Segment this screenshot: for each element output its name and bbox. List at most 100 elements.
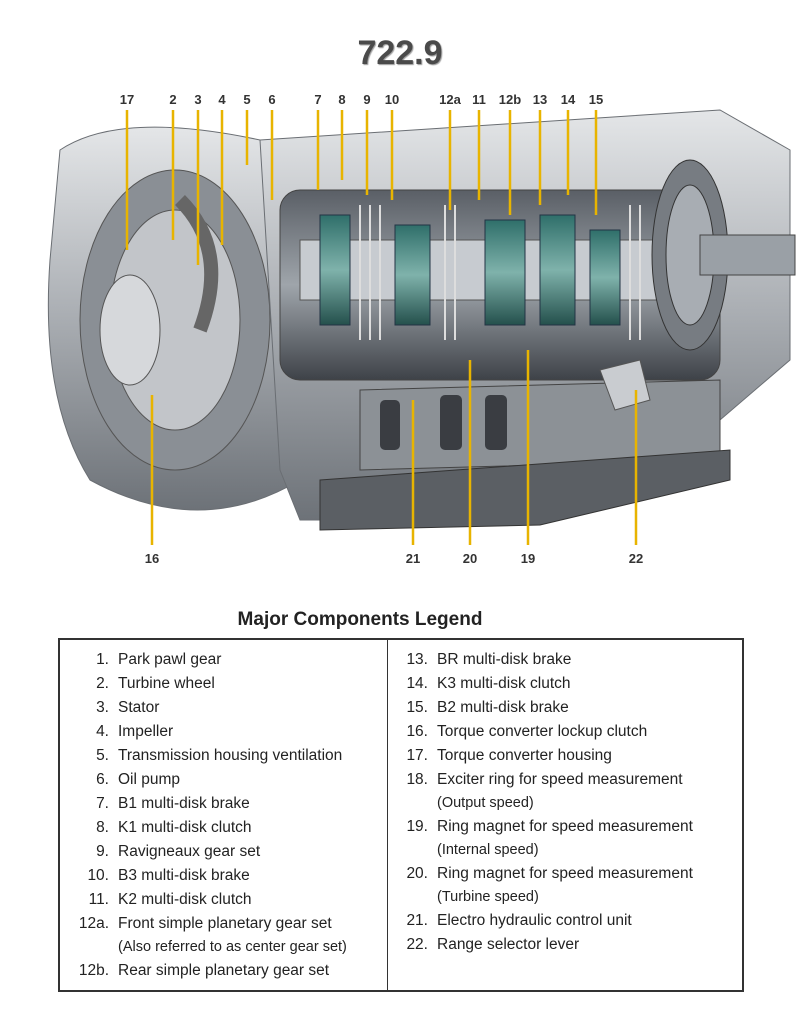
legend-item-label: Park pawl gear	[118, 651, 222, 668]
legend-item-text: Transmission housing ventilation	[118, 744, 342, 768]
legend-item: 21.Electro hydraulic control unit	[388, 909, 742, 933]
legend-item-text: B1 multi-disk brake	[118, 792, 250, 816]
legend-item: 4. Impeller	[60, 720, 387, 744]
legend-item-number: 8.	[96, 819, 109, 836]
legend-item-label: Exciter ring for speed measurement	[437, 771, 683, 788]
legend-item: 12b. Rear simple planetary gear set	[60, 959, 387, 983]
legend-item-label: Oil pump	[118, 771, 181, 788]
legend-item-label: B1 multi-disk brake	[118, 795, 250, 812]
callout-2: 2	[169, 92, 177, 107]
legend-item-label: Rear simple planetary gear set	[118, 962, 330, 979]
callout-9: 9	[363, 92, 371, 107]
legend-item-text: Rear simple planetary gear set	[118, 959, 329, 983]
legend-item-text: K3 multi-disk clutch	[437, 672, 571, 696]
legend-item-label: Turbine wheel	[118, 675, 215, 692]
callout-16: 16	[144, 551, 160, 566]
legend-item: 14. K3 multi-disk clutch	[388, 672, 742, 696]
callout-10: 10	[384, 92, 400, 107]
legend-item-subtext: (Output speed)	[437, 795, 534, 811]
legend-item: 22. Range selector lever	[388, 933, 742, 957]
legend-item-number: 10.	[87, 867, 109, 884]
legend-item: 2. Turbine wheel	[60, 672, 387, 696]
legend-item-number: 14.	[406, 675, 428, 692]
callout-17: 17	[119, 92, 135, 107]
legend-item-label: Impeller	[118, 723, 174, 740]
legend-item-label: Electro hydraulic control unit	[437, 912, 632, 929]
callout-4: 4	[218, 92, 226, 107]
legend-item-text: Turbine wheel	[118, 672, 215, 696]
legend-item: 15. B2 multi-disk brake	[388, 696, 742, 720]
legend-item-number: 4.	[96, 723, 109, 740]
callout-8: 8	[338, 92, 346, 107]
legend-item-label: B2 multi-disk brake	[437, 699, 569, 716]
legend-item-text: Oil pump	[118, 768, 180, 792]
legend-item: 20. Ring magnet for speed measurement (Tur…	[388, 862, 742, 909]
legend-item-number: 7.	[96, 795, 109, 812]
legend-item-subtext: (Internal speed)	[437, 842, 539, 858]
legend-item-label: B3 multi-disk brake	[118, 867, 250, 884]
legend-item-label: Range selector lever	[437, 936, 580, 953]
legend-item-number: 18.	[406, 771, 428, 788]
legend-item-text: Torque converter housing	[437, 744, 612, 768]
legend-item: 17. Torque converter housing	[388, 744, 742, 768]
legend-item-number: 12a.	[78, 915, 109, 932]
callout-15: 15	[588, 92, 604, 107]
legend-item: 9.Ravigneaux gear set	[60, 840, 387, 864]
callout-12b: 12b	[498, 92, 522, 107]
legend-item-label: BR multi-disk brake	[437, 651, 572, 668]
legend-item: 8.K1 multi-disk clutch	[60, 816, 387, 840]
legend-item-number: 12b.	[78, 962, 109, 979]
legend-item: 7. B1 multi-disk brake	[60, 792, 387, 816]
legend-item-label: K3 multi-disk clutch	[437, 675, 571, 692]
legend-item-text: K2 multi-disk clutch	[118, 888, 252, 912]
legend-item-number: 5.	[96, 747, 109, 764]
legend-item: 10. B3 multi-disk brake	[60, 864, 387, 888]
legend-item-number: 17.	[406, 747, 428, 764]
legend-item: 19. Ring magnet for speed measurement(Int…	[388, 815, 742, 862]
legend-title: Major Components Legend	[237, 609, 483, 630]
legend-item-number: 19.	[406, 818, 428, 835]
legend-item-text: B3 multi-disk brake	[118, 864, 250, 888]
transmission-illustration	[47, 109, 796, 545]
legend-item-subtext: (Turbine speed)	[437, 889, 539, 905]
legend-item-text: Ring magnet for speed measurement(Intern…	[437, 815, 693, 862]
legend-item-number: 6.	[96, 771, 109, 788]
legend-item: 11. K2 multi-disk clutch	[60, 888, 387, 912]
callout-22: 22	[628, 551, 644, 566]
callout-11: 11	[472, 92, 486, 107]
legend-item: 18. Exciter ring for speed measurement (Ou…	[388, 768, 742, 815]
legend-item-label: Stator	[118, 699, 160, 716]
legend-item-label: Ring magnet for speed measurement	[437, 865, 693, 882]
legend-item-text: BR multi-disk brake	[437, 648, 571, 672]
callout-7: 7	[314, 92, 322, 107]
legend-item-number: 15.	[406, 699, 428, 716]
callout-20: 20	[462, 551, 478, 566]
legend-item-number: 22.	[406, 936, 428, 953]
legend-item-text: B2 multi-disk brake	[437, 696, 569, 720]
callout-3: 3	[194, 92, 202, 107]
legend-item-text: Electro hydraulic control unit	[437, 909, 632, 933]
callout-5: 5	[243, 92, 251, 107]
diagram-title: 722.9	[357, 34, 443, 72]
legend-item-text: Ravigneaux gear set	[118, 840, 260, 864]
legend-item-text: Torque converter lockup clutch	[437, 720, 647, 744]
legend-item-text: Range selector lever	[437, 933, 579, 957]
callout-13: 13	[532, 92, 548, 107]
legend-item-text: Stator	[118, 696, 159, 720]
legend-item-number: 16.	[406, 723, 428, 740]
legend-item-subtext: (Also referred to as center gear set)	[118, 939, 347, 955]
legend-item-number: 11.	[88, 891, 109, 908]
legend-item-label: Torque converter housing	[437, 747, 612, 764]
legend-item: 12a. Front simple planetary gear set (Also…	[60, 912, 387, 959]
legend-item: 1.Park pawl gear	[60, 648, 387, 672]
legend-item: 16. Torque converter lockup clutch	[388, 720, 742, 744]
legend-item: 3.Stator	[60, 696, 387, 720]
legend-item-number: 2.	[96, 675, 109, 692]
legend-item-label: Transmission housing ventilation	[118, 747, 343, 764]
legend-item-number: 20.	[406, 865, 428, 882]
legend-item-label: Front simple planetary gear set	[118, 915, 332, 932]
legend-item-text: Ring magnet for speed measurement (Turbin…	[437, 862, 693, 909]
legend-item-text: Front simple planetary gear set (Also ref…	[118, 912, 347, 959]
